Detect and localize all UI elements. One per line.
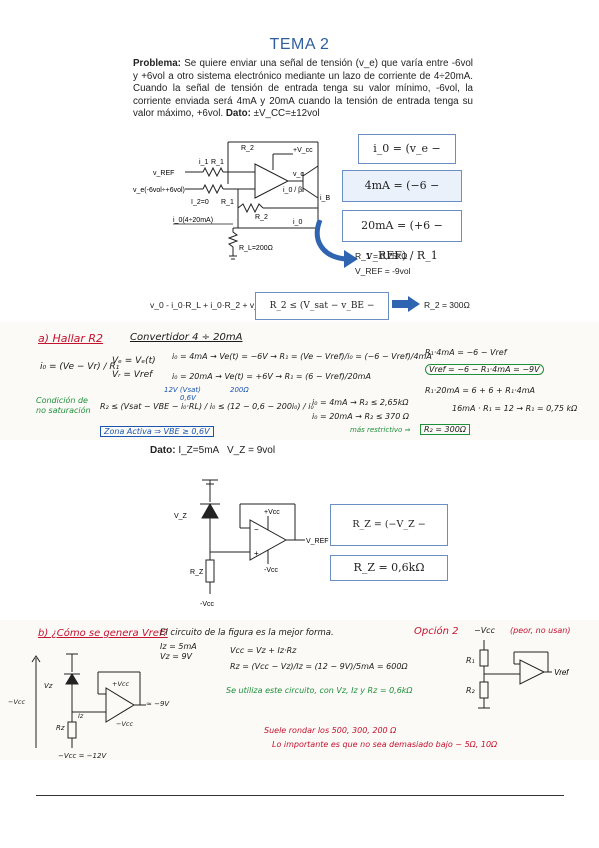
notes-b-rz-eq: Rz = (Vcc − Vz)/Iz = (12 − 9V)/5mA = 600…	[230, 662, 408, 671]
c1-i1-label: i_1	[199, 159, 208, 166]
notes-b-use: Se utiliza este circuito, con Vz, Iz y R…	[226, 686, 413, 695]
notes-a-sub: Convertidor 4 ÷ 20mA	[130, 332, 243, 343]
c1-i2-label: I_2=0	[191, 199, 209, 206]
formula-box-rz: R_Z = (−V_Z − (−V_CC)) / I_Z	[330, 504, 448, 570]
c1-vcc-label: +V_cc	[293, 147, 313, 154]
c1-ib-beta-label: i_0 / β	[283, 187, 302, 194]
sketch-vcc-plus-label: +Vcc	[112, 680, 130, 688]
c1-vref-label: v_REF	[153, 170, 174, 177]
result-r2: R_2 = 300Ω	[424, 300, 470, 310]
opt2-r2-label: R₂	[466, 686, 475, 695]
notes-a-sat-note3: 200Ω	[230, 386, 249, 394]
c2-vcc-plus-label: +Vcc	[264, 509, 280, 516]
notes-a-r-more: más restrictivo ⇒	[350, 426, 411, 434]
sketch-iz-label: Iz	[78, 712, 84, 720]
circuit-sketch-zener	[31, 653, 146, 748]
notes-a-r-a: i₀ = 4mA → R₂ ≤ 2,65kΩ	[312, 398, 409, 407]
sketch-vz-label: Vz	[44, 682, 53, 690]
notes-section-b: b) ¿Cómo se genera Vref? El circuito de …	[0, 620, 599, 760]
sketch-rz-label: Rz	[56, 724, 65, 732]
notes-section-a: a) Hallar R2 Convertidor 4 ÷ 20mA i₀ = (…	[0, 322, 599, 440]
formula-box-r2-condition: R_2 ≤ (V_sat − v_BE − i_0·R_L) / i_0 ≤ 0…	[255, 292, 389, 337]
formula-box-4ma: 4mA = (−6 − v_REF) / R_1	[342, 170, 462, 222]
notes-a-l4: i₀ = 4mA → Ve(t) = −6V → R₁ = (Ve − Vref…	[172, 352, 432, 361]
result-r1: R_1 = 0,75kΩ	[355, 251, 408, 261]
notes-b-heading: b) ¿Cómo se genera Vref?	[38, 628, 168, 639]
notes-b-note1: Suele rondar los 500, 300, 200 Ω	[264, 726, 397, 735]
c1-i0-label: i_0	[293, 219, 302, 226]
sketch-vcc-minus-label: −Vcc	[116, 720, 134, 728]
notes-b-opcion-vcc: −Vcc	[474, 626, 495, 635]
c1-ib-label: i_B	[320, 195, 330, 202]
notes-b-opcion: Opción 2	[414, 626, 459, 637]
notes-b-vz: Vz = 9V	[160, 652, 193, 661]
problem-dato-label: Dato:	[225, 108, 251, 120]
notes-a-heading: a) Hallar R2	[38, 332, 104, 345]
opt2-vref-label: Vref	[554, 668, 569, 677]
arrow-right-icon	[392, 296, 420, 312]
notes-a-r-b: i₀ = 20mA → R₂ ≤ 370 Ω	[312, 412, 409, 421]
notes-a-l2: Vₑ = Vₑ(t)	[112, 356, 156, 366]
notes-a-zona: Zona Activa ⇒ VBE ≥ 0,6V	[100, 426, 214, 437]
sketch-vcc-label: −Vcc = −12V	[58, 752, 107, 760]
sketch-vcc-left-label: −Vcc	[8, 698, 26, 706]
notes-a-l8: R₁·20mA = 6 + 6 + R₁·4mA	[425, 386, 535, 395]
c2-vref-label: V_REF	[306, 538, 329, 545]
sketch-vref-label: ≈ −9V	[146, 700, 170, 708]
c2-plus-sign: +	[254, 549, 259, 558]
notes-a-cond-label: Condición de no saturación	[36, 396, 91, 415]
formula-box-rz-value: R_Z = 0,6kΩ	[330, 555, 448, 581]
formula-box-20ma: 20mA = (+6 − v_REF) / R_1	[342, 210, 462, 262]
c2-vz-label: V_Z	[174, 513, 188, 520]
notes-a-l3: Vᵣ = Vref	[112, 370, 153, 380]
notes-a-sat-note: 12V (Vsat)	[164, 386, 201, 394]
notes-a-l7: Vref = −6 − R₁·4mA = −9V	[425, 364, 544, 375]
opt2-r1-label: R₁	[466, 656, 475, 665]
notes-b-note2: Lo importante es que no sea demasiado ba…	[272, 740, 498, 749]
c2-vcc-bottom-label: -Vcc	[200, 601, 215, 608]
c1-ve-label: v_e(-6vol÷+6vol)	[133, 187, 185, 194]
c1-r2-label: R_2	[255, 214, 268, 221]
notes-a-cond: R₂ ≤ (Vsat − VBE − i₀·RL) / i₀ ≤ (12 − 0…	[100, 402, 314, 411]
problem-dato-value: ±V_CC=±12vol	[253, 108, 320, 120]
notes-b-sub: El circuito de la figura es la mejor for…	[160, 628, 334, 638]
problem-label: Problema:	[133, 58, 181, 69]
c1-vc-label: v_c	[293, 171, 304, 178]
c1-r1-label: R_1	[221, 199, 234, 206]
notes-b-iz: Iz = 5mA	[160, 642, 197, 651]
c1-r2-top-label: R_2	[241, 145, 254, 152]
notes-a-l6: R₁·4mA = −6 − Vref	[425, 348, 507, 357]
notes-a-l9: 16mA · R₁ = 12 → R₁ = 0,75 kΩ	[452, 404, 578, 413]
c1-r1-top-label: R_1	[211, 159, 224, 166]
kvl-expression: v_0 - i_0·R_L + i_0·R_2 + v_BE =>	[150, 300, 283, 310]
c2-rz-label: R_Z	[190, 569, 204, 576]
arrow-curved-icon	[314, 219, 358, 268]
notes-a-l5: i₀ = 20mA → Ve(t) = +6V → R₁ = (6 − Vref…	[172, 372, 371, 381]
notes-a-r-final: R₂ = 300Ω	[420, 424, 470, 435]
formula-box-i0: i_0 = (v_e − v_REF) / R_1	[358, 134, 456, 183]
c2-vcc-minus-label: -Vcc	[264, 567, 279, 574]
problem-statement: Problema: Se quiere enviar una señal de …	[133, 58, 473, 121]
dato2: Dato: I_Z=5mA V_Z = 9vol	[150, 445, 276, 456]
c1-i0-range-label: i_0(4÷20mA)	[173, 217, 213, 224]
problem-text: Se quiere enviar una señal de tensión (v…	[133, 58, 473, 120]
page-title: TEMA 2	[269, 36, 330, 53]
notes-a-l1: i₀ = (Ve − Vr) / R₁	[40, 362, 120, 372]
circuit-zener-reference: V_Z R_Z +Vcc -Vcc -Vcc V_REF − +	[174, 479, 329, 608]
circuit-option2: Vref	[478, 640, 569, 709]
footer-rule	[36, 795, 564, 796]
circuit-current-loop: v_REF v_e(-6vol÷+6vol) i_1 R_1 I_2=0 R_1…	[133, 141, 330, 260]
notes-b-opcion-note: (peor, no usan)	[510, 626, 571, 635]
notes-b-vcc-eq: Vcc = Vz + Iz·Rz	[230, 646, 297, 655]
c1-rl-label: R_L=200Ω	[239, 245, 273, 252]
result-vref: V_REF = -9vol	[355, 266, 411, 276]
notes-a-sat-note2: 0,6V	[180, 394, 196, 402]
c2-minus-sign: −	[254, 525, 259, 534]
